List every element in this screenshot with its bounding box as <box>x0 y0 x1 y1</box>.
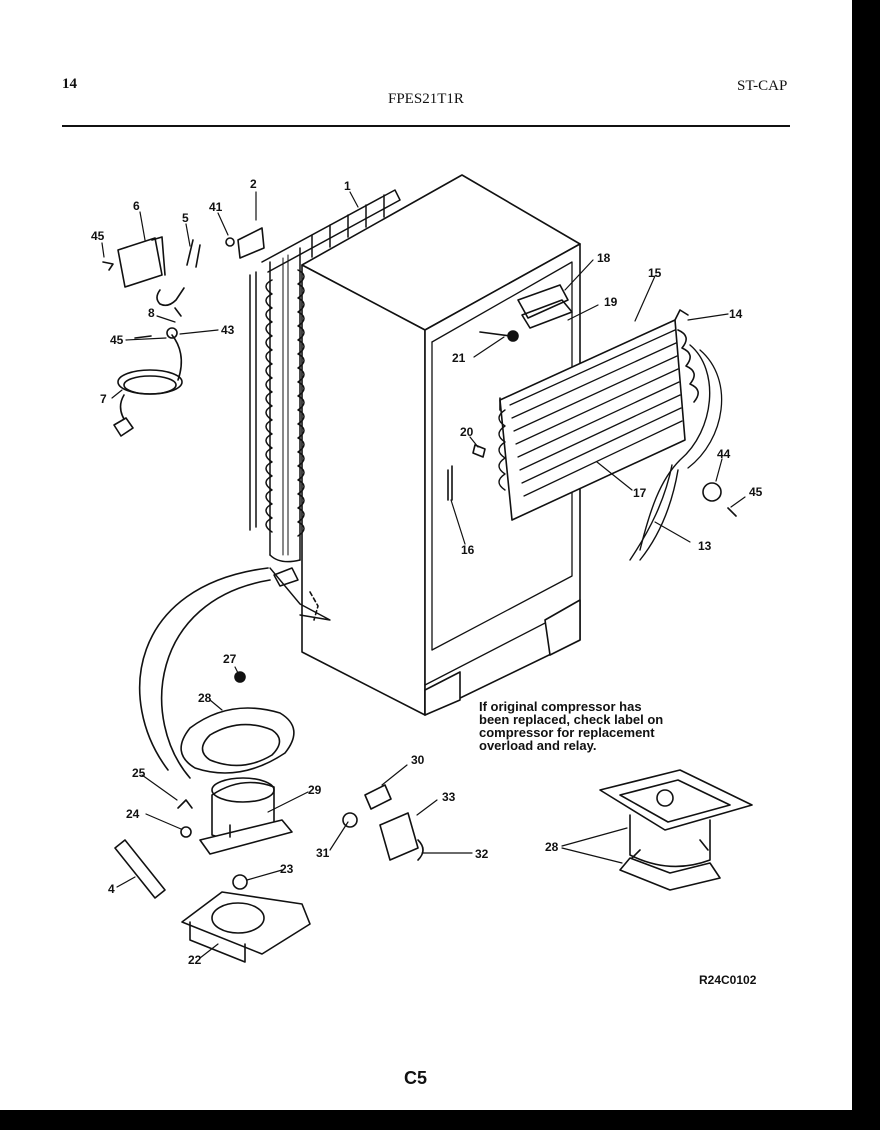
callout-28: 28 <box>198 691 212 705</box>
callout-45: 45 <box>110 333 124 347</box>
note-line: compressor for replacement <box>479 725 655 740</box>
alternate-compressor <box>599 769 753 891</box>
callout-30: 30 <box>411 753 425 767</box>
refrigerator-cabinet <box>301 174 581 716</box>
small-hardware <box>102 261 737 517</box>
header-rule <box>62 125 790 127</box>
exploded-parts-diagram: 1 2 41 6 5 45 8 45 43 7 18 15 19 14 21 2… <box>91 174 763 967</box>
page-code: C5 <box>404 1068 428 1088</box>
callout-19: 19 <box>604 295 618 309</box>
callout-15: 15 <box>648 266 662 280</box>
page-number: 14 <box>62 76 77 92</box>
callout-7: 7 <box>100 392 107 406</box>
model-number: FPES21T1R <box>388 91 464 107</box>
callout-33: 33 <box>442 790 456 804</box>
callout-32: 32 <box>475 847 489 861</box>
callout-8: 8 <box>148 306 155 320</box>
callout-23: 23 <box>280 862 294 876</box>
callout-1: 1 <box>344 179 351 193</box>
control-bracket <box>117 227 265 317</box>
note-line: overload and relay. <box>479 738 597 753</box>
callout-18: 18 <box>597 251 611 265</box>
diagram-sheet: 14 FPES21T1R ST-CAP <box>0 0 852 1110</box>
leader-lines <box>101 191 746 959</box>
drain-tube <box>139 567 331 779</box>
callout-24: 24 <box>126 807 140 821</box>
callout-25: 25 <box>132 766 146 780</box>
callout-16: 16 <box>461 543 475 557</box>
callout-17: 17 <box>633 486 647 500</box>
callout-29: 29 <box>308 783 322 797</box>
callout-31: 31 <box>316 846 330 860</box>
compressor-group <box>114 671 424 963</box>
section-code: ST-CAP <box>737 78 788 94</box>
callout-45: 45 <box>91 229 105 243</box>
callout-41: 41 <box>209 200 223 214</box>
callout-4: 4 <box>108 882 115 896</box>
callout-27: 27 <box>223 652 237 666</box>
note-line: If original compressor has <box>479 699 642 714</box>
callout-22: 22 <box>188 953 202 967</box>
callout-14: 14 <box>729 307 743 321</box>
condenser-coil <box>249 189 401 587</box>
callout-21: 21 <box>452 351 466 365</box>
callout-5: 5 <box>182 211 189 225</box>
evaporator-assembly <box>498 309 723 561</box>
callout-20: 20 <box>460 425 474 439</box>
callout-6: 6 <box>133 199 140 213</box>
callout-44: 44 <box>717 447 731 461</box>
callout-28: 28 <box>545 840 559 854</box>
note-line: been replaced, check label on <box>479 712 664 727</box>
callout-45: 45 <box>749 485 763 499</box>
compressor-note: If original compressor has been replaced… <box>479 700 719 752</box>
reference-code: R24C0102 <box>699 973 757 987</box>
power-cord <box>113 327 183 437</box>
callout-labels: 1 2 41 6 5 45 8 45 43 7 18 15 19 14 21 2… <box>91 177 763 967</box>
callout-13: 13 <box>698 539 712 553</box>
callout-43: 43 <box>221 323 235 337</box>
callout-2: 2 <box>250 177 257 191</box>
